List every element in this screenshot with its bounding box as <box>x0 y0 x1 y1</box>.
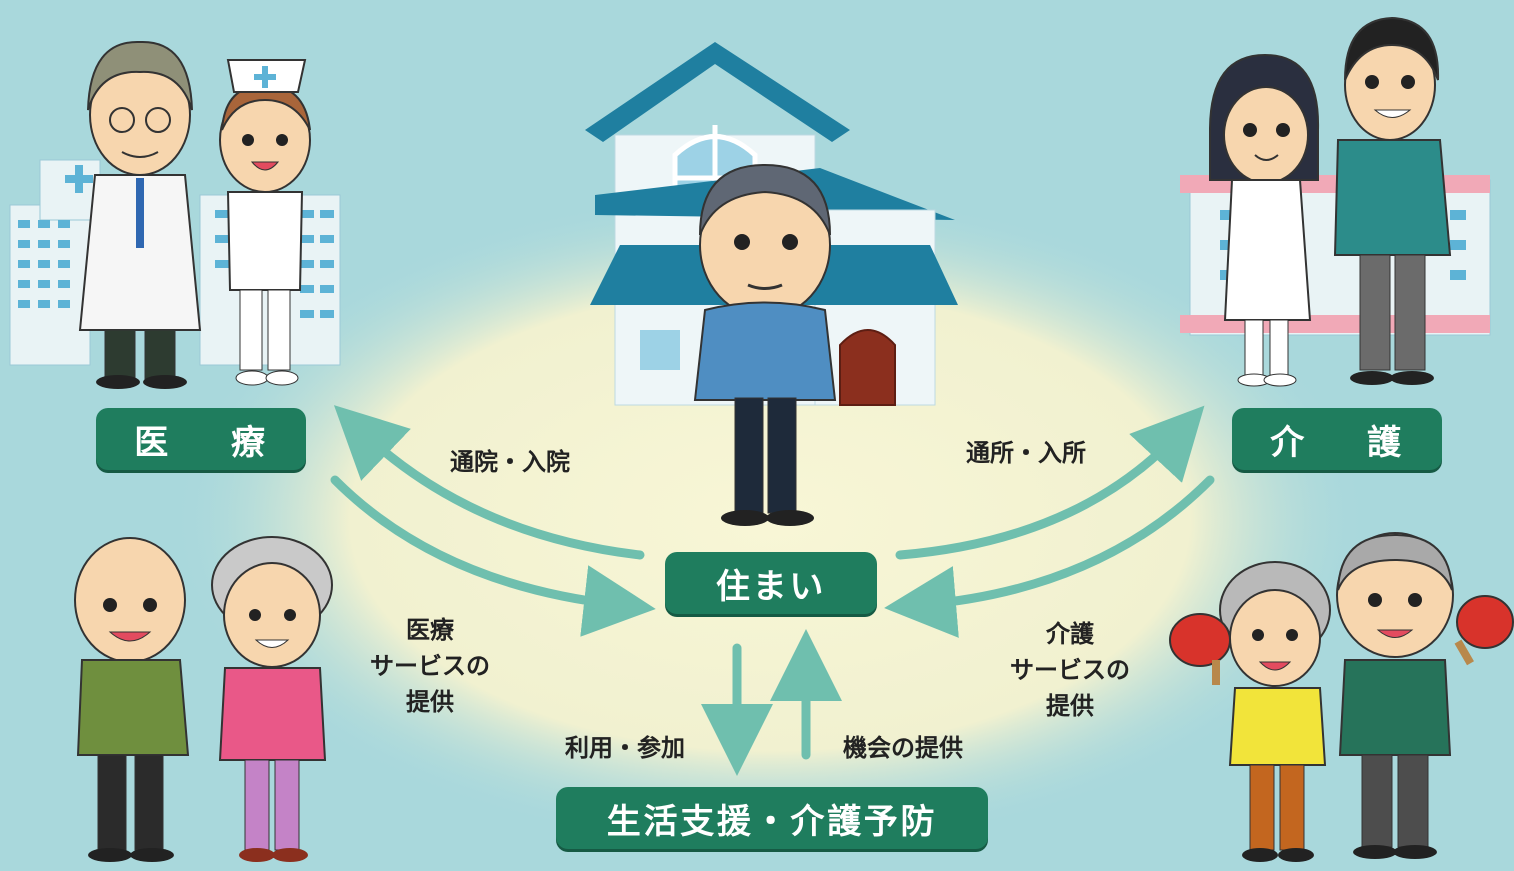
kaigo-label-char-2: 護 <box>1367 422 1404 463</box>
tsusho-text: 通所・入所 <box>966 439 1086 467</box>
nurse-figure <box>219 59 311 386</box>
riyo-sanka-text: 利用・参加 <box>565 734 685 762</box>
kaigo-label-box: 介 護 <box>1232 408 1442 470</box>
ping-pong-paddle-right-icon <box>1454 595 1514 666</box>
iryo-service-line-2: サービスの <box>370 652 490 680</box>
elderly-man-left-figure <box>74 537 190 862</box>
kaigo-service-line-3: 提供 <box>1046 692 1094 720</box>
arrow-from-kaigo <box>884 475 1215 638</box>
iryo-label-char-2: 療 <box>231 422 268 463</box>
arrow-to-kaigo <box>895 405 1205 560</box>
elderly-woman-left-figure <box>211 536 333 862</box>
iryo-label-box: 医 療 <box>96 408 306 470</box>
kaigo-label-char-1: 介 <box>1270 422 1307 463</box>
kaigo-service-line-2: サービスの <box>1010 656 1130 684</box>
kikai-teikyo-text: 機会の提供 <box>843 734 963 762</box>
sumai-label: 住まい <box>715 566 827 607</box>
doctor-figure <box>78 40 202 389</box>
iryo-service-line-1: 医療 <box>406 616 454 644</box>
seikatsu-label-box: 生活支援・介護予防 <box>556 787 988 849</box>
iryo-label-char-1: 医 <box>134 422 171 463</box>
tsuin-text: 通院・入院 <box>450 448 570 476</box>
ping-pong-paddle-left-icon <box>1169 613 1231 685</box>
kaigo-service-line-1: 介護 <box>1046 620 1094 648</box>
arrow-to-iryo <box>333 405 645 560</box>
elderly-woman-right-figure <box>1219 561 1331 862</box>
seikatsu-label: 生活支援・介護予防 <box>606 801 938 842</box>
sumai-label-box: 住まい <box>665 552 877 614</box>
female-care-worker-figure <box>1209 53 1320 387</box>
kaigo-service-text: 介護 サービスの 提供 <box>995 616 1145 724</box>
iryo-service-text: 医療 サービスの 提供 <box>355 612 505 720</box>
arrow-from-iryo <box>330 475 656 637</box>
elderly-man-center-figure <box>693 163 837 526</box>
male-care-worker-figure <box>1333 16 1452 385</box>
elderly-man-right-figure <box>1336 532 1454 859</box>
iryo-service-line-3: 提供 <box>406 688 454 716</box>
